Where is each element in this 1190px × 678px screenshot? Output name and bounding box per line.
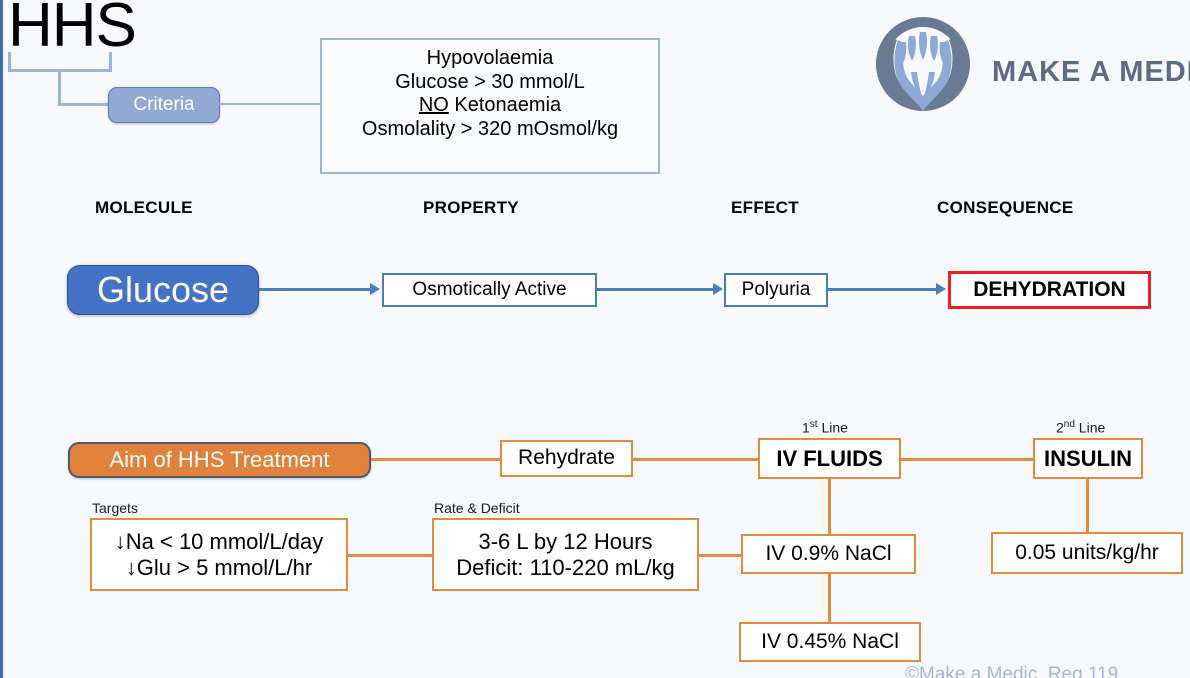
connector-rehydrate-to-ivfluids (633, 458, 759, 461)
connector-saline-09-down (828, 574, 831, 624)
treatment-insulin-box[interactable]: INSULIN (1033, 438, 1143, 479)
treatment-rehydrate-box[interactable]: Rehydrate (500, 440, 633, 477)
first-line-caption: 1st Line (802, 419, 848, 436)
polyuria-label: Polyuria (741, 278, 811, 300)
column-header-consequence: CONSEQUENCE (937, 198, 1074, 217)
hhs-bracket-left-stem (8, 52, 11, 72)
insulin-label: INSULIN (1044, 445, 1132, 471)
saline-09-label: IV 0.9% NaCl (765, 541, 892, 565)
arrow-property-to-effect-line (597, 288, 715, 291)
arrow-effect-to-consequence-line (828, 288, 938, 291)
insulin-dose-label: 0.05 units/kg/hr (1015, 540, 1159, 564)
column-header-molecule: MOLECULE (95, 198, 193, 217)
dehydration-label: DEHYDRATION (973, 277, 1126, 301)
rate-line: 3-6 L by 12 Hours (478, 528, 653, 554)
second-line-superscript: nd (1063, 419, 1075, 430)
pathway-molecule-glucose[interactable]: Glucose (67, 265, 259, 315)
target-glucose-line: ↓Glu > 5 mmol/L/hr (125, 554, 313, 580)
arrow-glucose-to-property-line (259, 288, 372, 291)
criteria-line-3: NO Ketonaemia (322, 94, 658, 118)
criteria-detail-box: Hypovolaemia Glucose > 30 mmol/L NO Keto… (320, 38, 660, 174)
treatment-aim-pill[interactable]: Aim of HHS Treatment (68, 442, 371, 478)
glucose-label: Glucose (96, 269, 230, 310)
hhs-bracket-right-stem (109, 52, 112, 72)
second-line-caption: 2nd Line (1056, 419, 1105, 436)
pathway-effect-polyuria[interactable]: Polyuria (724, 273, 828, 307)
treatment-targets-box[interactable]: ↓Na < 10 mmol/L/day ↓Glu > 5 mmol/L/hr (90, 518, 348, 591)
rate-deficit-caption: Rate & Deficit (434, 500, 520, 516)
targets-caption: Targets (92, 500, 138, 516)
arrow-property-to-effect-head (713, 283, 723, 295)
criteria-no-underline: NO (418, 94, 449, 117)
arrow-glucose-to-property-head (370, 283, 380, 295)
page-title: HHS (8, 0, 137, 60)
column-header-effect: EFFECT (731, 198, 799, 217)
pathway-property-osmotically-active[interactable]: Osmotically Active (382, 273, 597, 307)
criteria-line-4: Osmolality > 320 mOsmol/kg (361, 117, 619, 140)
criteria-pill-label: Criteria (133, 94, 195, 115)
iv-fluids-label: IV FLUIDS (776, 445, 883, 471)
column-header-property: PROPERTY (423, 198, 519, 217)
connector-ivfluids-down (828, 479, 831, 536)
criteria-ketonaemia-text: Ketonaemia (448, 94, 562, 117)
copyright-notice: ©Make a Medic, Reg 119 (905, 664, 1119, 678)
criteria-pill[interactable]: Criteria (108, 87, 220, 123)
slide-left-rail (0, 0, 3, 678)
criteria-line-2: Glucose > 30 mmol/L (395, 70, 585, 93)
connector-ivfluids-to-insulin (901, 458, 1034, 461)
hhs-bracket-to-criteria (58, 103, 110, 106)
treatment-saline-045-box[interactable]: IV 0.45% NaCl (739, 622, 921, 662)
saline-045-label: IV 0.45% NaCl (761, 629, 899, 653)
target-sodium-line: ↓Na < 10 mmol/L/day (114, 528, 324, 554)
second-line-number: 2 (1056, 419, 1064, 436)
brand-logo-text: MAKE A MEDIC (992, 56, 1190, 88)
second-line-suffix: Line (1074, 419, 1106, 436)
osmotically-active-label: Osmotically Active (412, 278, 567, 300)
deficit-line: Deficit: 110-220 mL/kg (456, 554, 675, 580)
first-line-superscript: st (809, 419, 818, 430)
connector-aim-to-rehydrate (371, 458, 501, 461)
pathway-consequence-dehydration[interactable]: DEHYDRATION (948, 271, 1151, 309)
treatment-aim-label: Aim of HHS Treatment (109, 447, 330, 472)
hands-lotus-logo-icon (875, 16, 971, 112)
arrow-effect-to-consequence-head (936, 283, 946, 295)
criteria-to-box-connector (219, 103, 322, 105)
criteria-line-1: Hypovolaemia (426, 47, 554, 69)
first-line-suffix: Line (817, 419, 848, 436)
first-line-number: 1 (802, 419, 810, 436)
treatment-saline-09-box[interactable]: IV 0.9% NaCl (741, 534, 916, 574)
treatment-insulin-dose-box[interactable]: 0.05 units/kg/hr (991, 532, 1183, 574)
connector-rate-to-saline (699, 554, 742, 557)
treatment-rate-deficit-box[interactable]: 3-6 L by 12 Hours Deficit: 110-220 mL/kg (432, 518, 699, 591)
brand-logo: MAKE A MEDIC (862, 14, 1190, 114)
connector-insulin-down (1086, 479, 1089, 534)
hhs-bracket-drop (58, 69, 61, 105)
connector-targets-to-rate (348, 554, 433, 557)
rehydrate-label: Rehydrate (518, 446, 615, 470)
treatment-iv-fluids-box[interactable]: IV FLUIDS (758, 438, 901, 479)
